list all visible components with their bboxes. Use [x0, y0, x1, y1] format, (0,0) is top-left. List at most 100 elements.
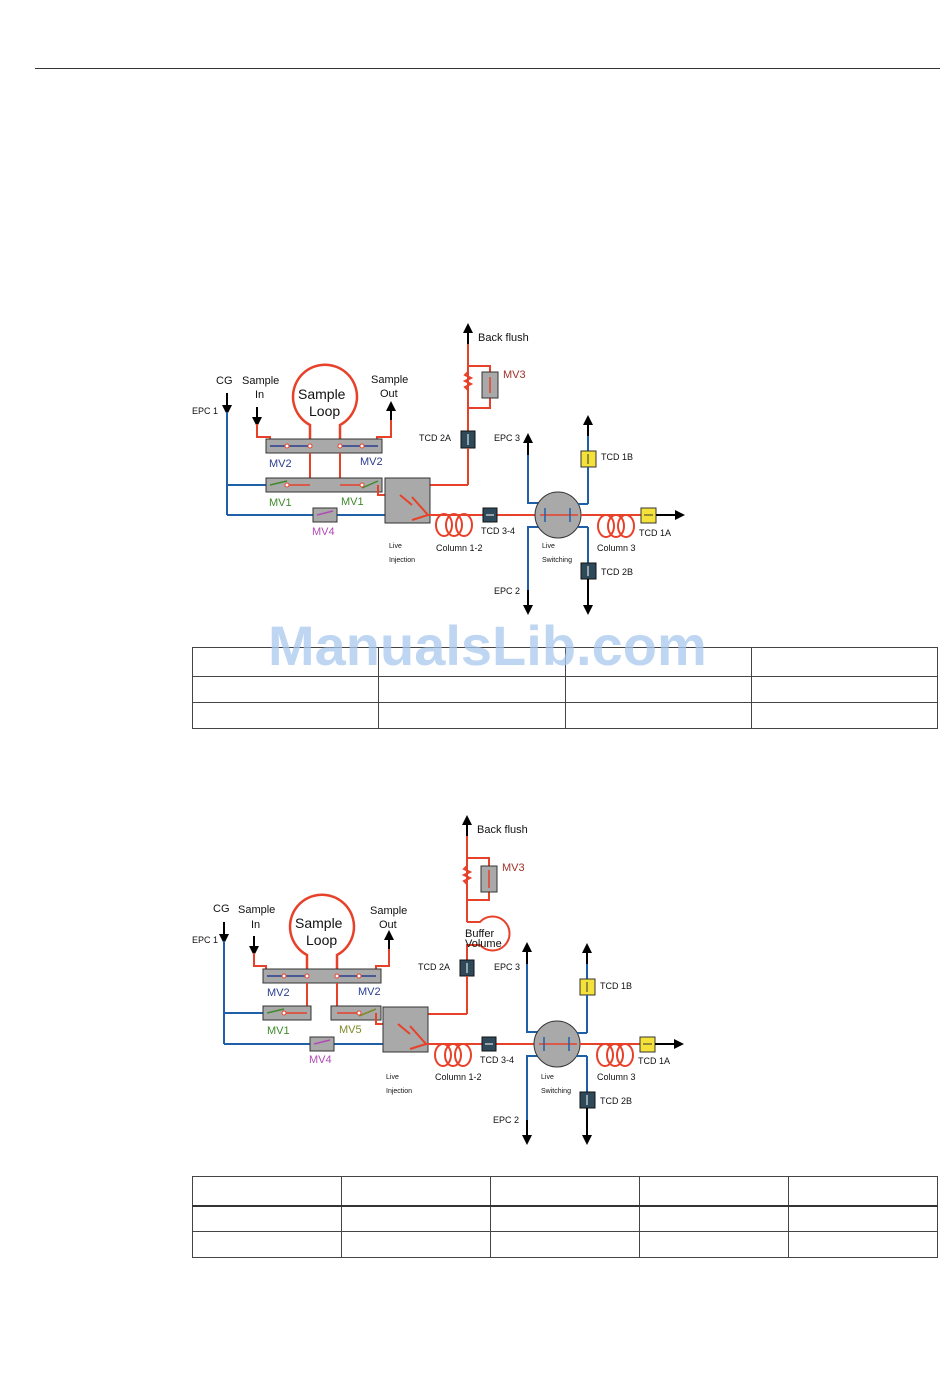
tcd34-label: TCD 3-4 — [481, 526, 515, 536]
epc1-label: EPC 1 — [192, 935, 218, 945]
mv5-label: MV5 — [339, 1024, 362, 1036]
table-cell — [490, 1231, 640, 1258]
back-flush-label: Back flush — [478, 332, 529, 344]
column-3-coil — [596, 1043, 634, 1067]
buffer-volume-label-1: Buffer — [465, 928, 494, 940]
column-3-coil — [597, 514, 635, 538]
tcd1a-label: TCD 1A — [638, 1056, 670, 1066]
table-cell — [378, 702, 566, 729]
table-cell — [564, 702, 752, 729]
column12-label: Column 1-2 — [436, 543, 483, 553]
live-injection-label-1: Live — [386, 1074, 399, 1081]
mv2-left-label: MV2 — [267, 987, 290, 999]
table-cell — [639, 1205, 789, 1232]
cg-label: CG — [213, 903, 230, 915]
tcd2b-label: TCD 2B — [600, 1096, 632, 1106]
mv2-right-label: MV2 — [360, 456, 383, 468]
mv1-valve — [265, 477, 383, 493]
mv4-valve — [309, 1036, 335, 1052]
sample-loop — [288, 893, 356, 969]
mv1-left-label: MV1 — [269, 497, 292, 509]
epc3-label: EPC 3 — [494, 962, 520, 972]
table-cell — [192, 1176, 342, 1207]
mv4-label: MV4 — [309, 1054, 332, 1066]
live-injection-label-1: Live — [389, 543, 402, 550]
restrictor-icon — [461, 865, 473, 885]
sample-out-label-1: Sample — [371, 374, 408, 386]
valve-table-1 — [191, 647, 939, 729]
table-cell — [639, 1176, 789, 1207]
table-cell — [490, 1176, 640, 1207]
restrictor-icon — [462, 371, 474, 391]
table-cell — [341, 1205, 491, 1232]
mv2-valve — [265, 438, 383, 454]
table-cell — [191, 647, 380, 677]
column12-label: Column 1-2 — [435, 1072, 482, 1082]
table-cell — [341, 1176, 491, 1207]
diagram-2-group: Back flush MV3 CG EPC 1 Sample In Sample… — [192, 815, 684, 1145]
table-cell — [564, 676, 752, 703]
mv1-right-label: MV1 — [341, 496, 364, 508]
sample-in-label-2: In — [251, 919, 260, 931]
sample-loop-label-2: Loop — [306, 932, 337, 948]
mv4-label: MV4 — [312, 526, 335, 538]
mv2-left-label: MV2 — [269, 458, 292, 470]
table-cell — [191, 676, 380, 703]
mv3-label: MV3 — [503, 369, 526, 381]
sample-out-label-2: Out — [380, 388, 398, 400]
table-cell — [191, 702, 380, 729]
epc2-label: EPC 2 — [494, 586, 520, 596]
header-rule — [35, 68, 940, 69]
epc1-label: EPC 1 — [192, 406, 218, 416]
sample-in-label-1: Sample — [238, 904, 275, 916]
tcd2a-label: TCD 2A — [418, 962, 450, 972]
table-cell — [341, 1231, 491, 1258]
back-flush-label: Back flush — [477, 824, 528, 836]
live-injection-label-2: Injection — [389, 557, 415, 564]
buffer-volume-label-2: Volume — [465, 938, 502, 950]
epc3-label: EPC 3 — [494, 433, 520, 443]
table-cell — [750, 702, 939, 729]
sample-in-label-2: In — [255, 389, 264, 401]
table-cell — [788, 1205, 938, 1232]
live-switching-label-2: Switching — [542, 557, 572, 564]
column-1-2-coil — [434, 1043, 472, 1067]
sample-out-label-2: Out — [379, 919, 397, 931]
sample-in-label-1: Sample — [242, 375, 279, 387]
tcd1a-label: TCD 1A — [639, 528, 671, 538]
table-cell — [750, 647, 939, 677]
table-cell — [639, 1231, 789, 1258]
buffer-volume-loop — [466, 915, 511, 960]
tcd2b-label: TCD 2B — [601, 567, 633, 577]
column3-label: Column 3 — [597, 543, 636, 553]
sample-loop-label-2: Loop — [309, 403, 340, 419]
tcd34-label: TCD 3-4 — [480, 1055, 514, 1065]
mv3-label: MV3 — [502, 862, 525, 874]
live-injection-label-2: Injection — [386, 1088, 412, 1095]
table-cell — [750, 676, 939, 703]
diagram-1-group: Back flush MV3 CG EPC 1 Sample In Sample… — [192, 323, 685, 615]
mv1-label: MV1 — [267, 1025, 290, 1037]
sample-loop-label-1: Sample — [298, 386, 346, 402]
epc2-label: EPC 2 — [493, 1115, 519, 1125]
tcd2a-label: TCD 2A — [419, 433, 451, 443]
mv2-valve — [262, 968, 382, 984]
column-1-2-coil — [435, 513, 473, 537]
live-switching-label-1: Live — [542, 543, 555, 550]
table-cell — [490, 1205, 640, 1232]
table-cell — [192, 1205, 342, 1232]
sample-loop-label-1: Sample — [295, 915, 343, 931]
cg-label: CG — [216, 375, 233, 387]
watermark: ManualsLib.com — [268, 614, 707, 677]
mv4-valve — [312, 507, 338, 523]
table-cell — [192, 1231, 342, 1258]
table-cell — [378, 676, 566, 703]
live-switching-label-2: Switching — [541, 1088, 571, 1095]
sample-loop — [291, 363, 359, 447]
valve-table-2 — [192, 1176, 938, 1258]
column3-label: Column 3 — [597, 1072, 636, 1082]
live-switching-label-1: Live — [541, 1074, 554, 1081]
tcd1b-label: TCD 1B — [600, 981, 632, 991]
tcd1b-label: TCD 1B — [601, 452, 633, 462]
